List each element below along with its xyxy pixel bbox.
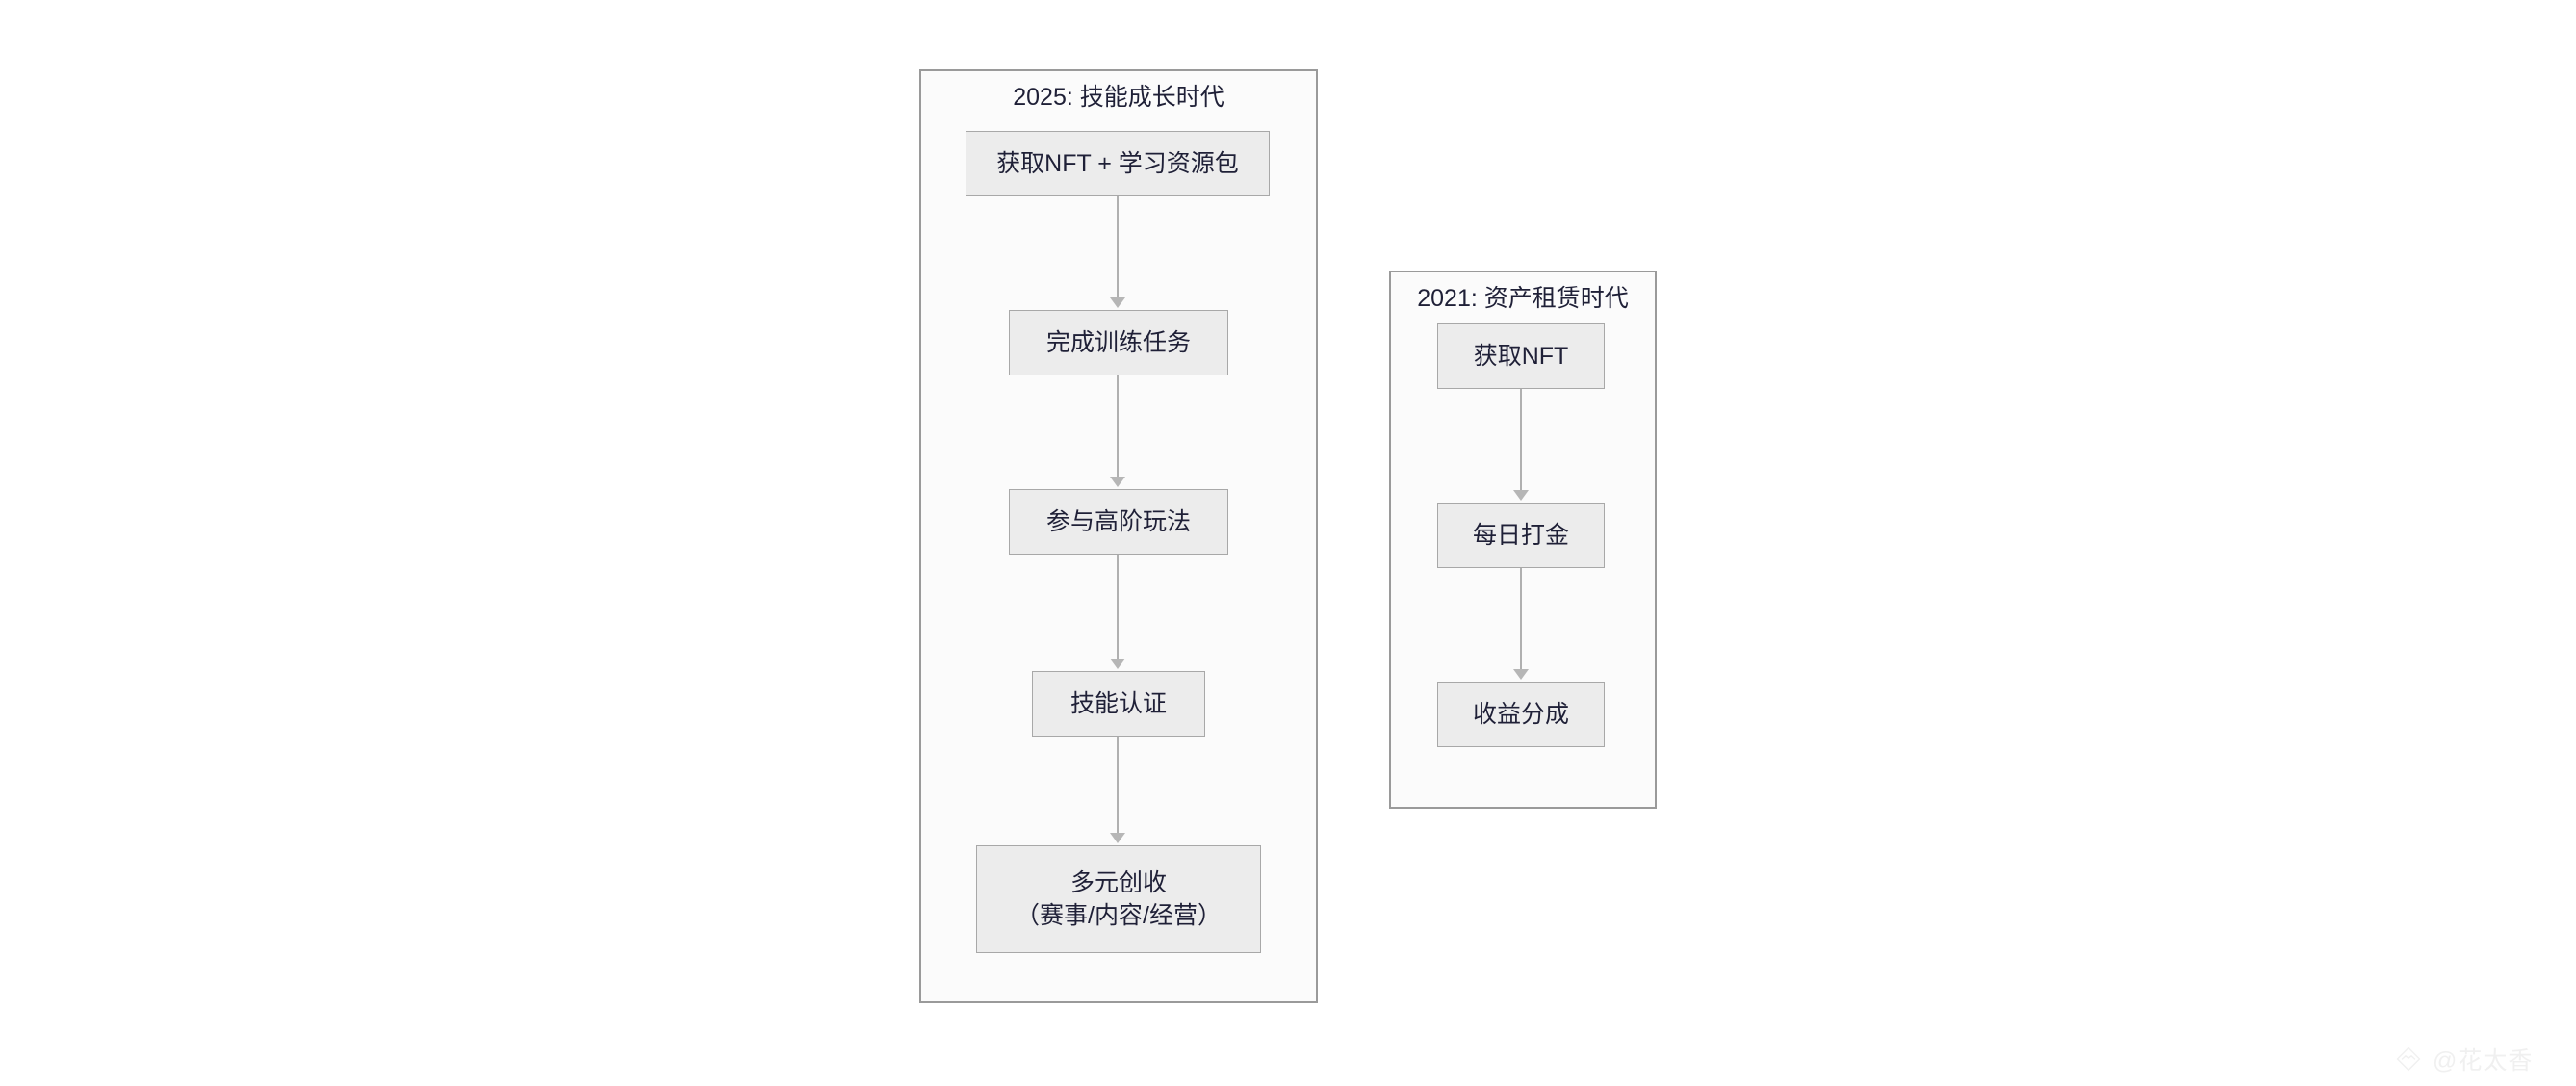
- node-advanced-play[interactable]: 参与高阶玩法: [1009, 489, 1228, 555]
- node-diversified-income[interactable]: 多元创收 （赛事/内容/经营）: [976, 845, 1261, 953]
- node-label-revenue-share: 收益分成: [1472, 700, 1569, 728]
- node-label-complete-training: 完成训练任务: [1045, 328, 1191, 356]
- edge-arrow-training-to-advanced: [1110, 477, 1125, 487]
- cluster-title-2021: 2021: 资产租赁时代: [1417, 285, 1629, 312]
- node-label-diversified-income: 多元创收 （赛事/内容/经营）: [1016, 868, 1222, 930]
- edge-nft-to-farming: [1520, 389, 1522, 492]
- edge-arrow-nft-to-farming: [1513, 490, 1529, 501]
- edge-certification-to-income: [1117, 737, 1119, 835]
- watermark: @花太香: [2394, 1042, 2533, 1076]
- node-revenue-share[interactable]: 收益分成: [1437, 682, 1605, 747]
- watermark-handle: @花太香: [2433, 1047, 2534, 1074]
- diamond-logo-icon: [2394, 1045, 2423, 1073]
- node-acquire-nft[interactable]: 获取NFT: [1437, 323, 1605, 389]
- edge-arrow-certification-to-income: [1110, 833, 1125, 843]
- node-label-advanced-play: 参与高阶玩法: [1045, 507, 1191, 535]
- edge-training-to-advanced: [1117, 375, 1119, 478]
- edge-arrow-farming-to-revenue: [1513, 669, 1529, 680]
- node-skill-certification[interactable]: 技能认证: [1032, 671, 1205, 737]
- edge-advanced-to-certification: [1117, 555, 1119, 660]
- node-label-daily-farming: 每日打金: [1472, 521, 1569, 549]
- node-acquire-nft-bundle[interactable]: 获取NFT + 学习资源包: [966, 131, 1270, 196]
- node-label-acquire-nft-bundle: 获取NFT + 学习资源包: [996, 149, 1239, 177]
- edge-acquire-to-training: [1117, 196, 1119, 299]
- node-complete-training[interactable]: 完成训练任务: [1009, 310, 1228, 375]
- edge-arrow-advanced-to-certification: [1110, 659, 1125, 669]
- edge-arrow-acquire-to-training: [1110, 297, 1125, 308]
- cluster-title-2025: 2025: 技能成长时代: [1013, 84, 1224, 111]
- node-daily-farming[interactable]: 每日打金: [1437, 503, 1605, 568]
- node-label-acquire-nft: 获取NFT: [1473, 342, 1569, 370]
- node-label-skill-certification: 技能认证: [1069, 689, 1167, 717]
- edge-farming-to-revenue: [1520, 568, 1522, 671]
